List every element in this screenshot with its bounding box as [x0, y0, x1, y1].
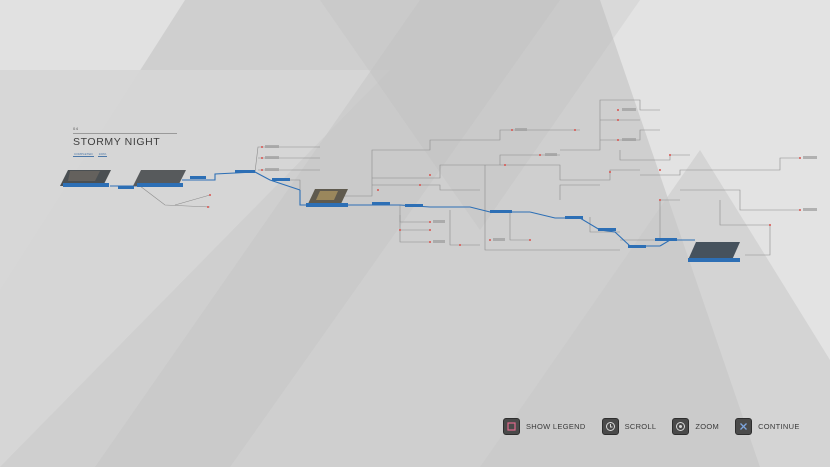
continue-button[interactable]: CONTINUE	[735, 418, 800, 435]
scroll-button[interactable]: SCROLL	[601, 418, 657, 435]
chapter-header: 04 STORMY NIGHT COMPLETED 100%	[73, 126, 183, 157]
chapter-divider	[73, 133, 177, 134]
zoom-label: ZOOM	[695, 422, 720, 431]
chapter-number: 04	[73, 126, 79, 131]
chapter-title: STORMY NIGHT	[73, 136, 161, 148]
zoom-button[interactable]: ZOOM	[672, 418, 719, 435]
chapter-tag-completion: COMPLETED	[73, 152, 94, 157]
show-legend-label: SHOW LEGEND	[526, 422, 586, 431]
chapter-tags: COMPLETED 100%	[73, 152, 183, 157]
right-stick-icon	[601, 418, 619, 435]
show-legend-button[interactable]: SHOW LEGEND	[503, 418, 586, 435]
scroll-label: SCROLL	[624, 422, 657, 431]
left-stick-icon	[672, 418, 690, 435]
square-button-icon	[503, 418, 520, 435]
thumbnail-group[interactable]	[60, 170, 740, 260]
continue-label: CONTINUE	[758, 422, 800, 431]
cross-button-icon	[735, 418, 753, 435]
chapter-tag-percent: 100%	[97, 152, 108, 157]
button-prompts: SHOW LEGEND SCROLL ZOOM CONTINUE	[503, 418, 816, 435]
